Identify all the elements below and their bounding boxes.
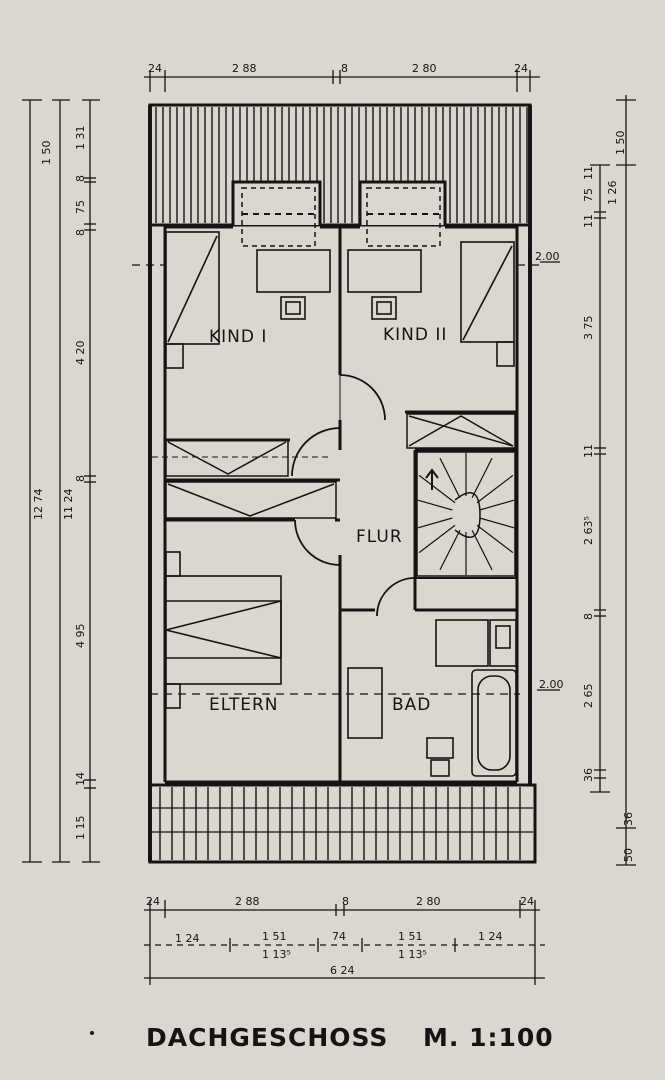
dim-right-part-2: 75: [582, 188, 595, 202]
dim-b2-4: 1 51: [398, 930, 423, 943]
dim-top-4: 24: [514, 62, 528, 75]
stair-tread: [479, 499, 515, 511]
dim-b2-0: 1 24: [175, 932, 200, 945]
drawing-title: DACHGESCHOSS: [146, 1023, 388, 1052]
interior-walls: [165, 227, 517, 782]
dim-b2-3: 74: [332, 930, 346, 943]
bath-fixtures: [347, 619, 517, 777]
dim-left-part-4: 8: [74, 229, 87, 236]
stair-tread: [439, 529, 461, 571]
dim-right-part-3: 11: [582, 214, 595, 228]
dim-right-part-4: 1 26: [606, 181, 619, 206]
doors: [291, 374, 416, 617]
dim-right-part-9: 2 65: [582, 684, 595, 709]
dim-left-part-6: 8: [74, 475, 87, 482]
stair-tread: [417, 499, 453, 511]
dim-right-part-1: 11: [582, 166, 595, 180]
bed-eltern: [165, 551, 282, 709]
dim-right-part-11: 50: [622, 848, 635, 862]
dim-bottom-3: 2 80: [416, 895, 441, 908]
staircase: [416, 451, 516, 577]
desk-kind2: [347, 249, 422, 320]
dim-right-part-0: 1 50: [614, 131, 627, 156]
dim-b2-6: 1 24: [478, 930, 503, 943]
bed-kind1: [165, 231, 220, 369]
room-label-flur: FLUR: [356, 527, 403, 547]
dim-left-part-1: 1 31: [74, 126, 87, 151]
drawing-scale: M. 1:100: [423, 1023, 554, 1052]
stair-tread: [418, 524, 456, 554]
stair-tread: [418, 474, 456, 504]
bed-kind2: [460, 241, 515, 367]
stair-tread: [439, 457, 461, 499]
dormer-right: [358, 180, 447, 247]
dim-top-3: 2 80: [412, 62, 437, 75]
stair-tread: [476, 524, 514, 554]
dim-right: [537, 95, 636, 866]
roof-hatch-top: [148, 103, 532, 227]
height-note-lower: 2.00: [539, 678, 564, 691]
dim-b2-1: 1 51: [262, 930, 287, 943]
height-note-upper: 2.00: [535, 250, 560, 263]
dim-bottom-1: 2 88: [235, 895, 260, 908]
dim-left-part-8: 14: [74, 772, 87, 786]
kneewall-lines: [132, 264, 545, 695]
dim-right-part-8: 8: [582, 613, 595, 620]
dim-left-part-9: 1 15: [74, 816, 87, 841]
dim-right-part-6: 11: [582, 444, 595, 458]
dim-top-2: 8: [341, 62, 348, 75]
dim-top: [144, 70, 540, 92]
dim-left-part-7: 4 95: [74, 624, 87, 649]
wardrobe-kind1: [152, 439, 330, 477]
dim-top-0: 24: [148, 62, 162, 75]
title-bullet: [90, 1031, 94, 1035]
desk-kind1: [256, 249, 331, 320]
stair-tread: [479, 517, 515, 529]
dim-left-part-3: 75: [74, 200, 87, 214]
dim-right-part-5: 3 75: [582, 316, 595, 341]
dim-top-1: 2 88: [232, 62, 257, 75]
stair-tread: [471, 529, 493, 571]
dim-left-part-0: 1 50: [40, 141, 53, 166]
dim-left-inner: 11 24: [62, 489, 75, 521]
dim-bottom-total: 6 24: [330, 964, 355, 977]
dim-right-part-10: 36: [582, 768, 595, 782]
dim-left-overall: 12 74: [32, 489, 45, 521]
dim-left-part-2: 8: [74, 175, 87, 182]
dormer-left: [231, 180, 322, 247]
dim-b2-2: 1 13⁵: [262, 948, 291, 961]
room-label-eltern: ELTERN: [209, 695, 279, 715]
dim-right-part-12: 36: [622, 812, 635, 826]
stair-tread: [476, 474, 514, 504]
dim-right-part-7: 2 63⁵: [582, 516, 595, 545]
dim-left: [22, 99, 100, 863]
room-label-kind2: KIND II: [383, 325, 447, 345]
dim-bottom-2: 8: [342, 895, 349, 908]
dim-bottom-0: 24: [146, 895, 160, 908]
room-label-bad: BAD: [392, 695, 431, 715]
stair-tread: [417, 517, 453, 529]
roof-hatch-bottom: [148, 783, 537, 864]
dim-bottom-4: 24: [520, 895, 534, 908]
wardrobe-eltern: [165, 481, 337, 519]
stair-tread: [471, 457, 493, 499]
dim-b2-5: 1 13⁵: [398, 948, 427, 961]
room-label-kind1: KIND I: [209, 327, 267, 347]
wardrobe-kind2: [406, 413, 516, 449]
dim-left-part-5: 4 20: [74, 341, 87, 366]
dim-bottom: [144, 900, 545, 985]
